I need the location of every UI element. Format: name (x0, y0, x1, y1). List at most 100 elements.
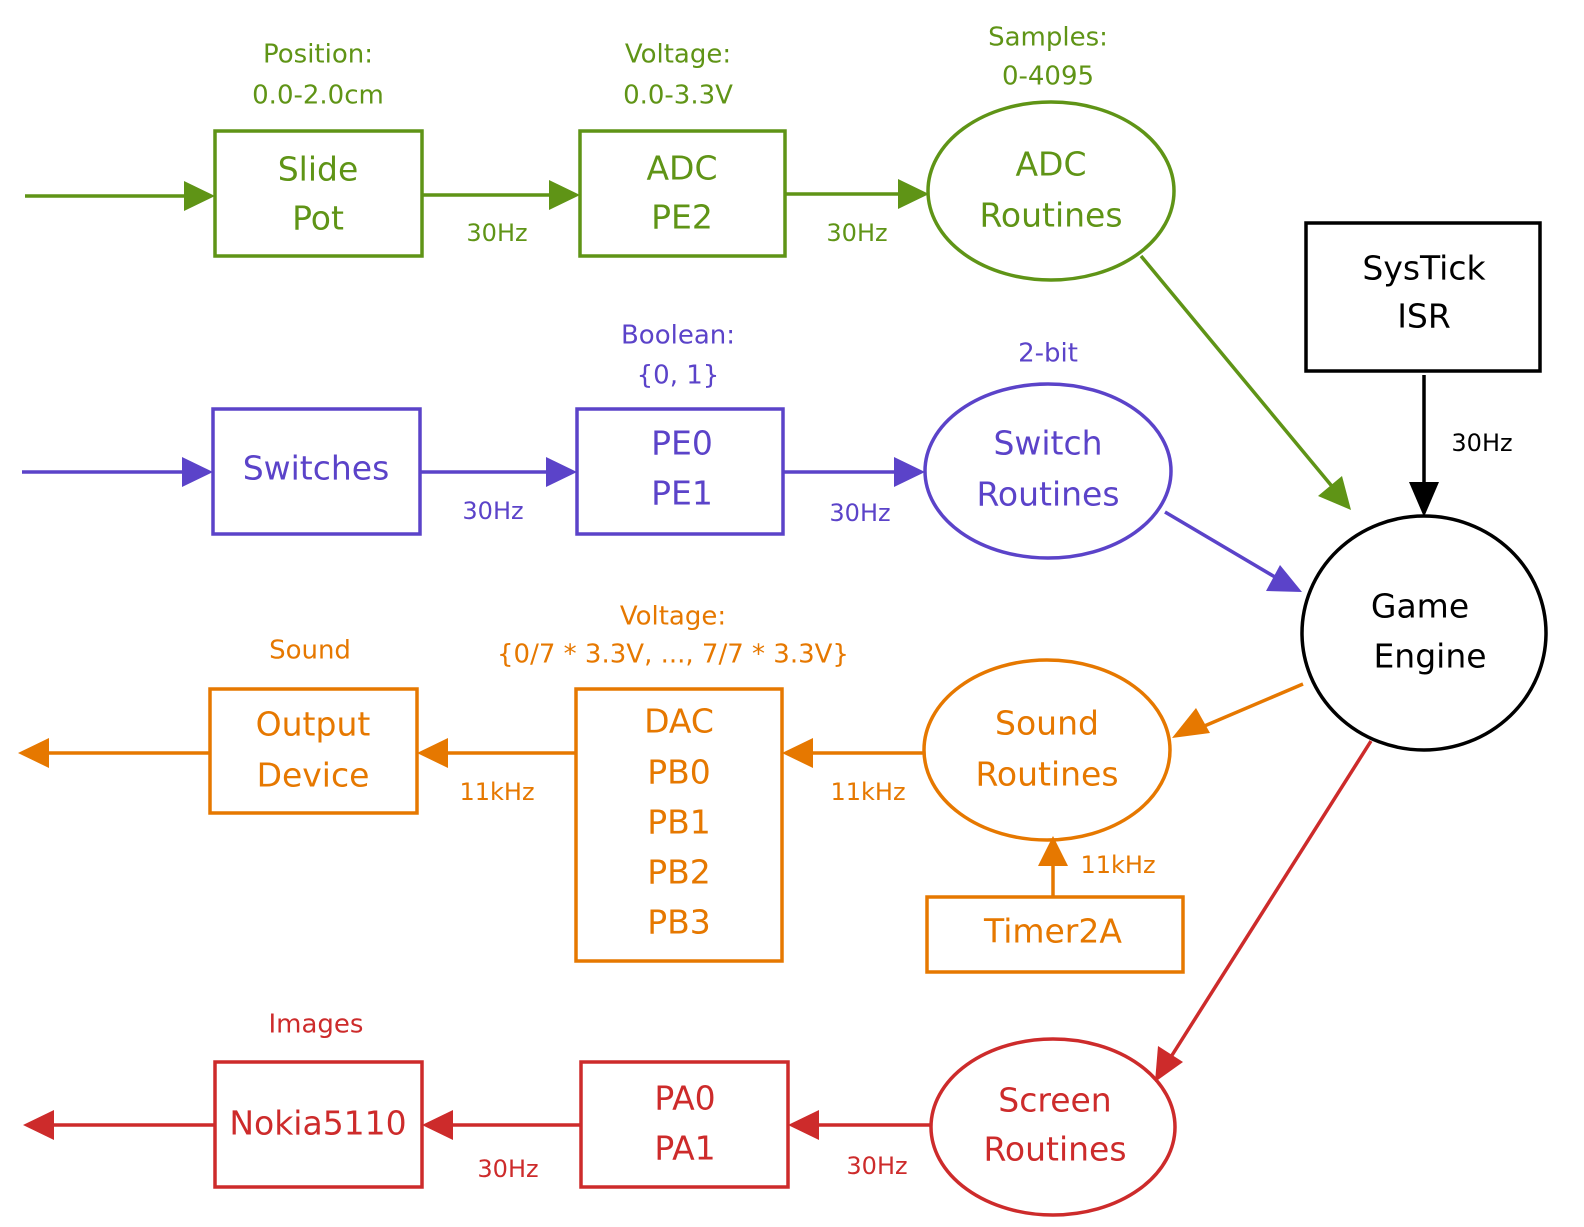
edge-switch-routines-engine (1164, 510, 1302, 592)
arrowhead-icon (1172, 708, 1210, 738)
output-device-label: Sound (269, 636, 351, 666)
pe0-pe1-label-1: Boolean: (621, 321, 735, 351)
game-engine-text-2: Engine (1373, 637, 1486, 676)
adc-pe2-text-2: PE2 (651, 198, 713, 237)
rate-label: 30Hz (1451, 429, 1512, 457)
arrowhead-icon (898, 179, 929, 209)
dac-text-5: PB3 (647, 903, 711, 942)
screen-routines-text-2: Routines (983, 1130, 1126, 1169)
rate-label: 30Hz (846, 1152, 907, 1180)
output-device-text-1: Output (256, 705, 371, 744)
rate-label: 11kHz (1080, 851, 1155, 879)
dac-text-3: PB1 (647, 803, 711, 842)
nokia-text: Nokia5110 (229, 1104, 406, 1143)
arrowhead-icon (546, 457, 577, 487)
arrowhead-icon (1155, 1046, 1183, 1082)
edge-screen-pa: 30Hz (788, 1110, 931, 1180)
dac-group: Voltage: {0/7 * 3.3V, ..., 7/7 * 3.3V} D… (497, 602, 849, 963)
edge-engine-screen (1155, 740, 1373, 1082)
dac-text-4: PB2 (647, 853, 711, 892)
edge-dac-output: 11kHz (417, 738, 576, 806)
nokia-label: Images (269, 1010, 364, 1040)
adc-routines-group: Samples: 0-4095 ADC Routines (926, 23, 1176, 282)
adc-pe2-text-1: ADC (646, 149, 717, 188)
pe0-pe1-group: Boolean: {0, 1} PE0 PE1 (575, 321, 785, 536)
sound-routines-text-2: Routines (975, 755, 1118, 794)
rate-label: 30Hz (826, 219, 887, 247)
output-device-text-2: Device (257, 756, 370, 795)
edge-pa-nokia: 30Hz (422, 1110, 581, 1183)
sound-routines-text-1: Sound (995, 704, 1099, 743)
pe0-pe1-text-1: PE0 (651, 424, 713, 463)
edge-input-slide-pot (25, 181, 215, 211)
timer2a-text: Timer2A (983, 912, 1122, 951)
adc-routines-ellipse[interactable] (926, 100, 1176, 282)
screen-routines-ellipse[interactable] (929, 1037, 1177, 1217)
switch-routines-ellipse[interactable] (923, 382, 1173, 560)
arrowhead-icon (23, 1110, 54, 1140)
slide-pot-label-1: Position: (263, 40, 373, 70)
arrowhead-icon (1409, 482, 1439, 517)
adc-routines-text-1: ADC (1015, 145, 1086, 184)
rate-label: 30Hz (829, 499, 890, 527)
slide-pot-text-1: Slide (278, 150, 359, 189)
adc-routines-text-2: Routines (979, 196, 1122, 235)
pa0-pa1-text-1: PA0 (654, 1079, 715, 1118)
adc-pe2-group: Voltage: 0.0-3.3V ADC PE2 (578, 40, 787, 258)
systick-text-1: SysTick (1362, 249, 1486, 288)
switch-routines-group: 2-bit Switch Routines (923, 339, 1173, 560)
edge-engine-sound (1172, 682, 1304, 738)
screen-routines-text-1: Screen (998, 1081, 1111, 1120)
edge-pe-routines: 30Hz (783, 457, 925, 527)
timer2a-box[interactable] (925, 895, 1185, 974)
arrowhead-icon (782, 738, 813, 768)
arrowhead-icon (788, 1110, 819, 1140)
game-engine-text-1: Game (1371, 587, 1469, 626)
dac-text-2: PB0 (647, 753, 711, 792)
systick-box[interactable] (1304, 221, 1542, 373)
edge-systick-engine: 30Hz (1409, 375, 1513, 517)
pa0-pa1-text-2: PA1 (654, 1129, 715, 1168)
systick-group: SysTick ISR (1304, 221, 1542, 373)
game-engine-ellipse[interactable] (1300, 514, 1548, 752)
arrowhead-icon (894, 457, 925, 487)
arrowhead-icon (184, 181, 215, 211)
arrowhead-icon (1038, 836, 1068, 866)
output-device-box[interactable] (208, 687, 419, 815)
game-engine-group: Game Engine (1300, 514, 1548, 752)
dac-label-2: {0/7 * 3.3V, ..., 7/7 * 3.3V} (497, 640, 849, 670)
dac-box[interactable] (574, 687, 784, 963)
rate-label: 11kHz (459, 778, 534, 806)
pe0-pe1-label-2: {0, 1} (637, 361, 720, 391)
arrowhead-icon (18, 738, 49, 768)
edge-slide-pot-adc: 30Hz (422, 180, 580, 247)
output-device-group: Sound Output Device (208, 636, 419, 815)
edge-switches-pe: 30Hz (420, 457, 577, 525)
timer2a-group: Timer2A (925, 895, 1185, 974)
arrowhead-icon (1318, 476, 1351, 510)
arrowhead-icon (549, 180, 580, 210)
switches-group: Switches (211, 407, 422, 536)
slide-pot-label-2: 0.0-2.0cm (252, 81, 384, 111)
rate-label: 30Hz (477, 1155, 538, 1183)
adc-routines-label-1: Samples: (988, 23, 1108, 53)
arrowhead-icon (417, 738, 448, 768)
slide-pot-text-2: Pot (292, 199, 344, 238)
adc-routines-label-2: 0-4095 (1002, 62, 1094, 92)
arrowhead-icon (1266, 565, 1302, 592)
systick-text-2: ISR (1397, 297, 1451, 336)
switch-routines-label: 2-bit (1018, 339, 1078, 369)
screen-routines-group: Screen Routines (929, 1037, 1177, 1217)
rate-label: 30Hz (466, 219, 527, 247)
adc-pe2-label-2: 0.0-3.3V (623, 81, 733, 111)
edge-sound-dac: 11kHz (782, 738, 924, 806)
arrowhead-icon (182, 457, 213, 487)
dac-label-1: Voltage: (620, 602, 726, 632)
edge-adc-routines: 30Hz (785, 179, 929, 247)
nokia-group: Images Nokia5110 (213, 1010, 424, 1189)
sound-routines-ellipse[interactable] (922, 658, 1172, 842)
dac-text-1: DAC (644, 702, 714, 741)
rate-label: 11kHz (830, 778, 905, 806)
arrowhead-icon (422, 1110, 453, 1140)
